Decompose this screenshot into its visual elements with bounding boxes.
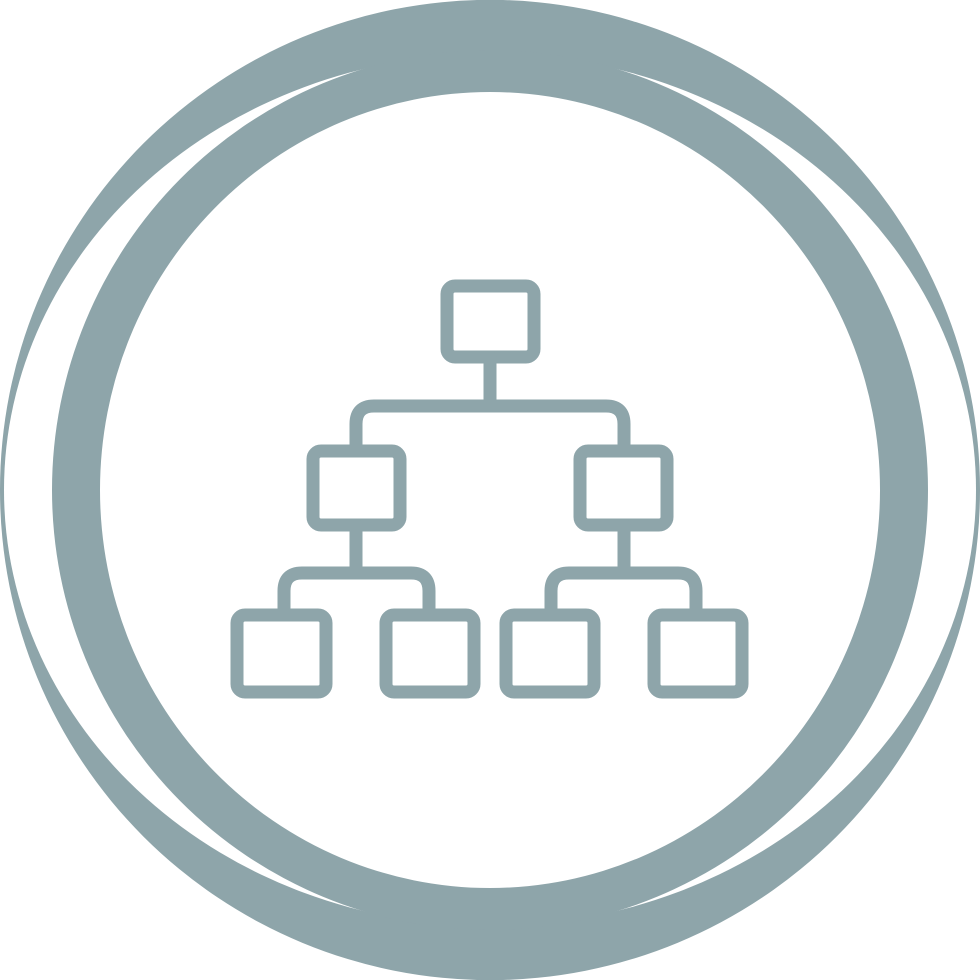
node-leaf-2: [379, 608, 481, 699]
connector-mid-left: [277, 518, 436, 620]
inner-ring-band: [4, 54, 976, 926]
node-leaf-4: [647, 608, 749, 699]
node-leaf-3: [499, 608, 601, 699]
hierarchy-diagram: [230, 279, 749, 699]
connector-mid-right: [544, 518, 703, 620]
connector-top: [349, 350, 631, 455]
node-leaf-1: [230, 608, 333, 699]
